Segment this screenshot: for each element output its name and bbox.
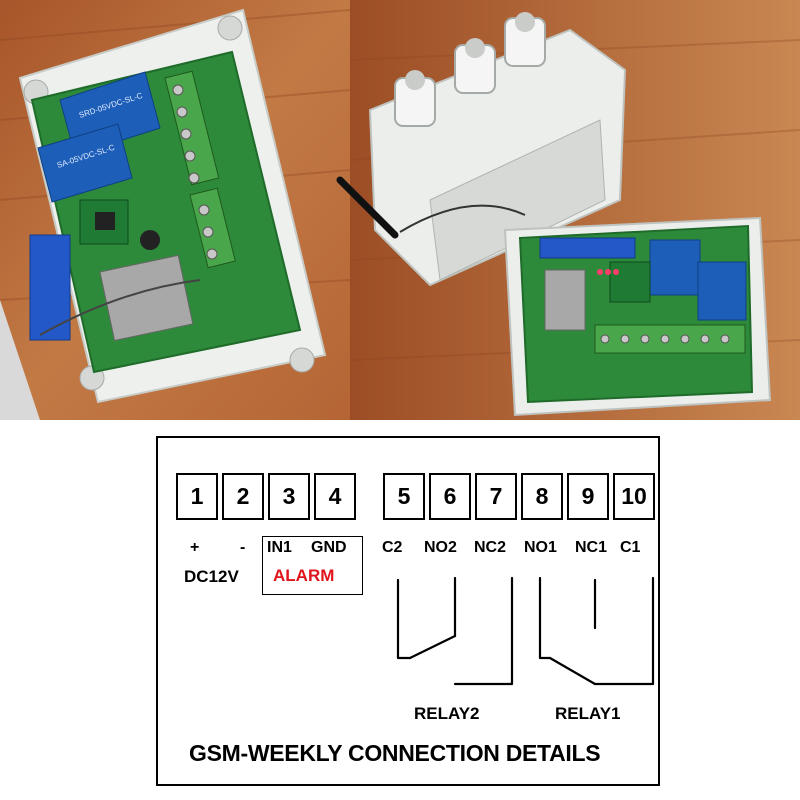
terminal-label-gnd: GND [311,539,347,556]
terminal-label-c2: C2 [382,539,403,556]
terminal-label-c1: C1 [620,539,641,556]
relay-module: SA-05VDC-SL-C [37,123,133,203]
relay2-label: RELAY2 [414,704,480,723]
terminal-10: 10 [613,473,655,520]
terminal-number: 5 [397,483,411,509]
terminal-number: 8 [535,483,549,509]
terminal-4: 4 [314,473,356,520]
terminal-number: 3 [282,483,296,509]
terminal-number: 2 [236,483,250,509]
terminal-label-no2: NO2 [424,539,457,556]
terminal-label-nc2: NC2 [474,539,507,556]
terminal-number: 1 [190,483,204,509]
relay1-label: RELAY1 [555,704,621,723]
terminal-3: 3 [268,473,310,520]
terminal-number: 10 [621,483,647,509]
alarm-box [262,536,363,595]
terminal-9: 9 [567,473,609,520]
terminal-7: 7 [475,473,517,520]
device-photo: SRD-05VDC-SL-C SA-05VDC-SL-C [0,0,800,420]
diagram-title: GSM-WEEKLY CONNECTION DETAILS [189,740,601,766]
terminal-label-no1: NO1 [524,539,557,556]
terminal-8: 8 [521,473,563,520]
terminal-number: 6 [443,483,457,509]
terminal-label-nc1: NC1 [575,539,608,556]
terminal-2: 2 [222,473,264,520]
terminal-label-in1: IN1 [267,539,292,556]
diagram-frame [156,436,660,786]
terminal-label-minus: - [240,539,246,556]
terminal-number: 7 [489,483,503,509]
right-photo [336,0,800,420]
terminal-1: 1 [176,473,218,520]
left-photo: SRD-05VDC-SL-C SA-05VDC-SL-C [0,0,351,420]
terminal-number: 4 [328,483,342,509]
terminal-6: 6 [429,473,471,520]
alarm-label: ALARM [273,566,335,585]
terminal-number: 9 [581,483,595,509]
terminal-label-plus: + [190,539,200,556]
terminal-5: 5 [383,473,425,520]
power-label: DC12V [184,567,239,586]
